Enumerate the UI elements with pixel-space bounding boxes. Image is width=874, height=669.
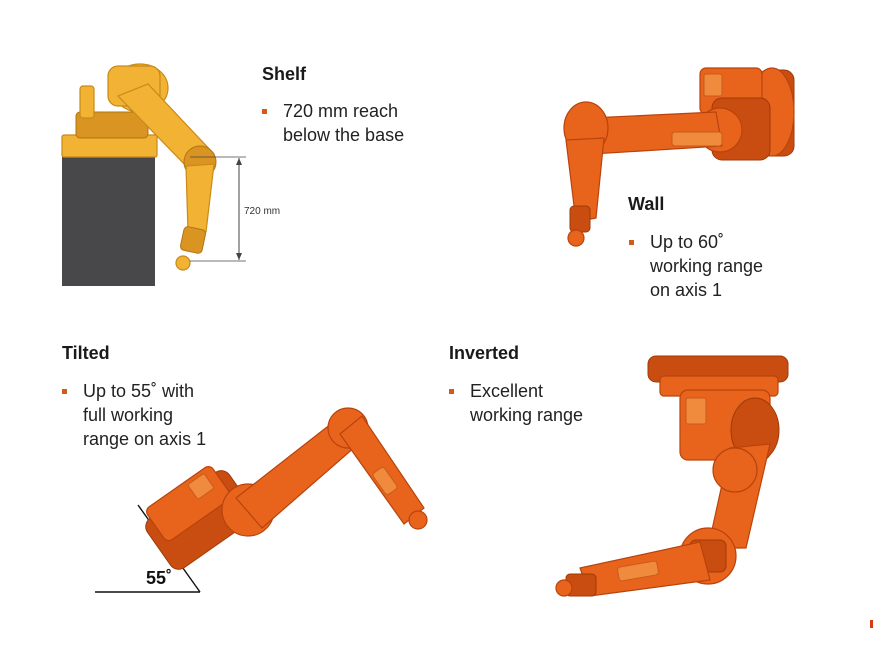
bullet-marker: [62, 389, 67, 394]
inverted-bullet-line-1: Excellent: [470, 381, 544, 401]
shelf-bullet-line-2: below the base: [283, 125, 405, 145]
inverted-bullet: Excellent working range: [449, 379, 584, 427]
tilted-bullet-line-3: range on axis 1: [83, 429, 207, 449]
wall-bullet-line-2: working range: [650, 256, 764, 276]
bullet-marker: [629, 240, 634, 245]
dimension-label: 720 mm: [244, 206, 280, 217]
shelf-title: Shelf: [262, 64, 307, 84]
wall-bullet-line-1: Up to 60˚: [650, 232, 725, 252]
bullet-marker: [262, 109, 267, 114]
shelf-block: [62, 152, 155, 286]
angle-label: 55˚: [146, 568, 172, 588]
tilted-title: Tilted: [62, 343, 110, 363]
tilted-bullet: Up to 55˚ with full working range on axi…: [62, 379, 207, 451]
corner-mark: [870, 620, 873, 628]
inverted-bullet-line-2: working range: [470, 405, 584, 425]
tilted-bullet-line-2: full working: [83, 405, 174, 425]
wall-bullet: Up to 60˚ working range on axis 1: [629, 230, 764, 302]
wall-bullet-line-3: on axis 1: [650, 280, 723, 300]
bullet-marker: [449, 389, 454, 394]
tilted-bullet-line-1: Up to 55˚ with: [83, 381, 195, 401]
wall-title: Wall: [628, 194, 665, 214]
inverted-title: Inverted: [449, 343, 520, 363]
shelf-bullet-line-1: 720 mm reach: [283, 101, 399, 121]
shelf-bullet: 720 mm reach below the base: [262, 99, 405, 147]
